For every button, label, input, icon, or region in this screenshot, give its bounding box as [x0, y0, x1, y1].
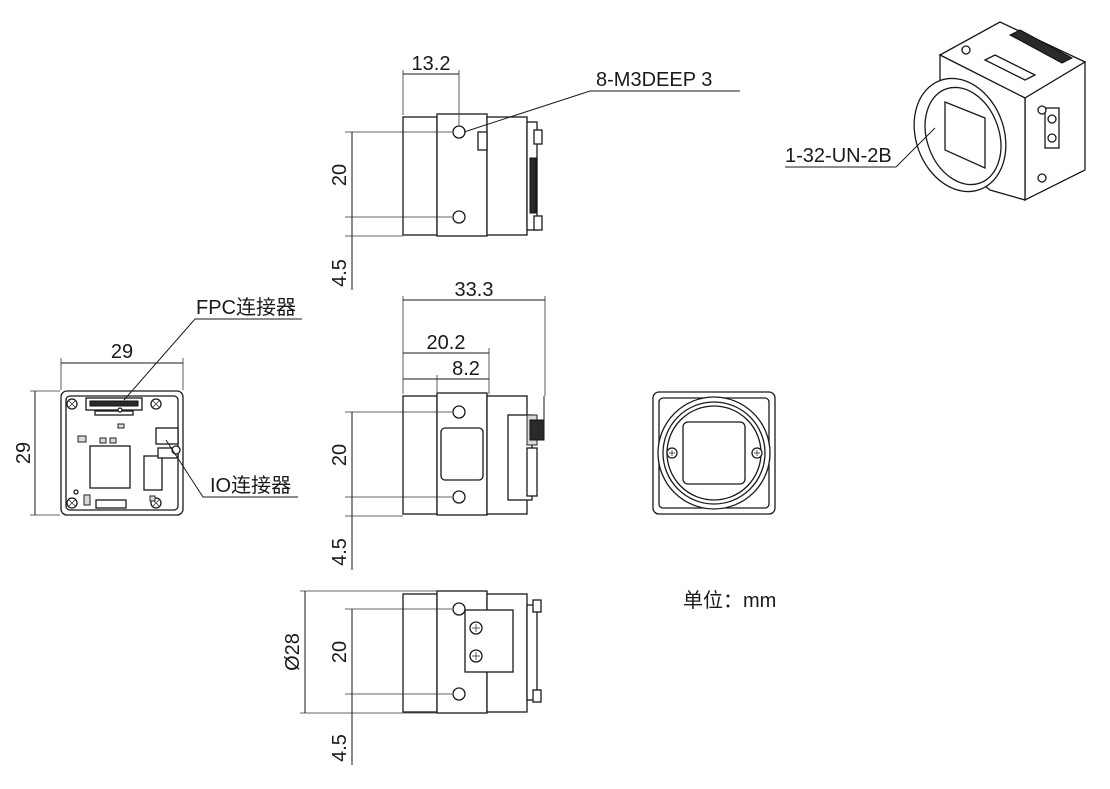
- unit-label: 单位：mm: [683, 589, 776, 612]
- top-hole-offset-label: 13.2: [412, 53, 451, 75]
- mid-offset-b-label: 8.2: [452, 358, 480, 380]
- mount-thread-callout: 1-32-UN-2B: [785, 145, 892, 167]
- bot-diameter-label: Ø28: [282, 633, 304, 671]
- middle-side-view: [345, 296, 546, 570]
- top-side-view: [345, 70, 740, 290]
- screw-hole-icon: [452, 602, 466, 616]
- screw-hole-icon: [452, 687, 466, 701]
- bot-height-label: 20: [329, 641, 351, 663]
- mid-bottom-label: 4.5: [329, 538, 351, 566]
- screw-hole-icon: [452, 405, 466, 419]
- board-height-label: 29: [13, 442, 35, 464]
- screw-hole-icon: [452, 490, 466, 504]
- mid-offset-a-label: 20.2: [427, 332, 466, 354]
- sensor-window: [682, 421, 746, 485]
- bot-bottom-label: 4.5: [329, 734, 351, 762]
- fpc-connector-callout: FPC连接器: [196, 296, 296, 319]
- mid-length-label: 33.3: [455, 279, 494, 301]
- screw-holes-callout: 8-M3DEEP 3: [596, 69, 712, 91]
- board-view: [30, 318, 302, 516]
- io-connector-callout: IO连接器: [210, 474, 291, 497]
- isometric-view: [785, 21, 1087, 202]
- front-view: [652, 391, 776, 515]
- mid-height-label: 20: [329, 444, 351, 466]
- bottom-side-view: [300, 590, 542, 765]
- screw-hole-icon: [452, 125, 466, 139]
- board-width-label: 29: [111, 341, 133, 363]
- top-height-label: 20: [329, 164, 351, 186]
- top-bottom-label: 4.5: [329, 259, 351, 287]
- screw-hole-icon: [452, 210, 466, 224]
